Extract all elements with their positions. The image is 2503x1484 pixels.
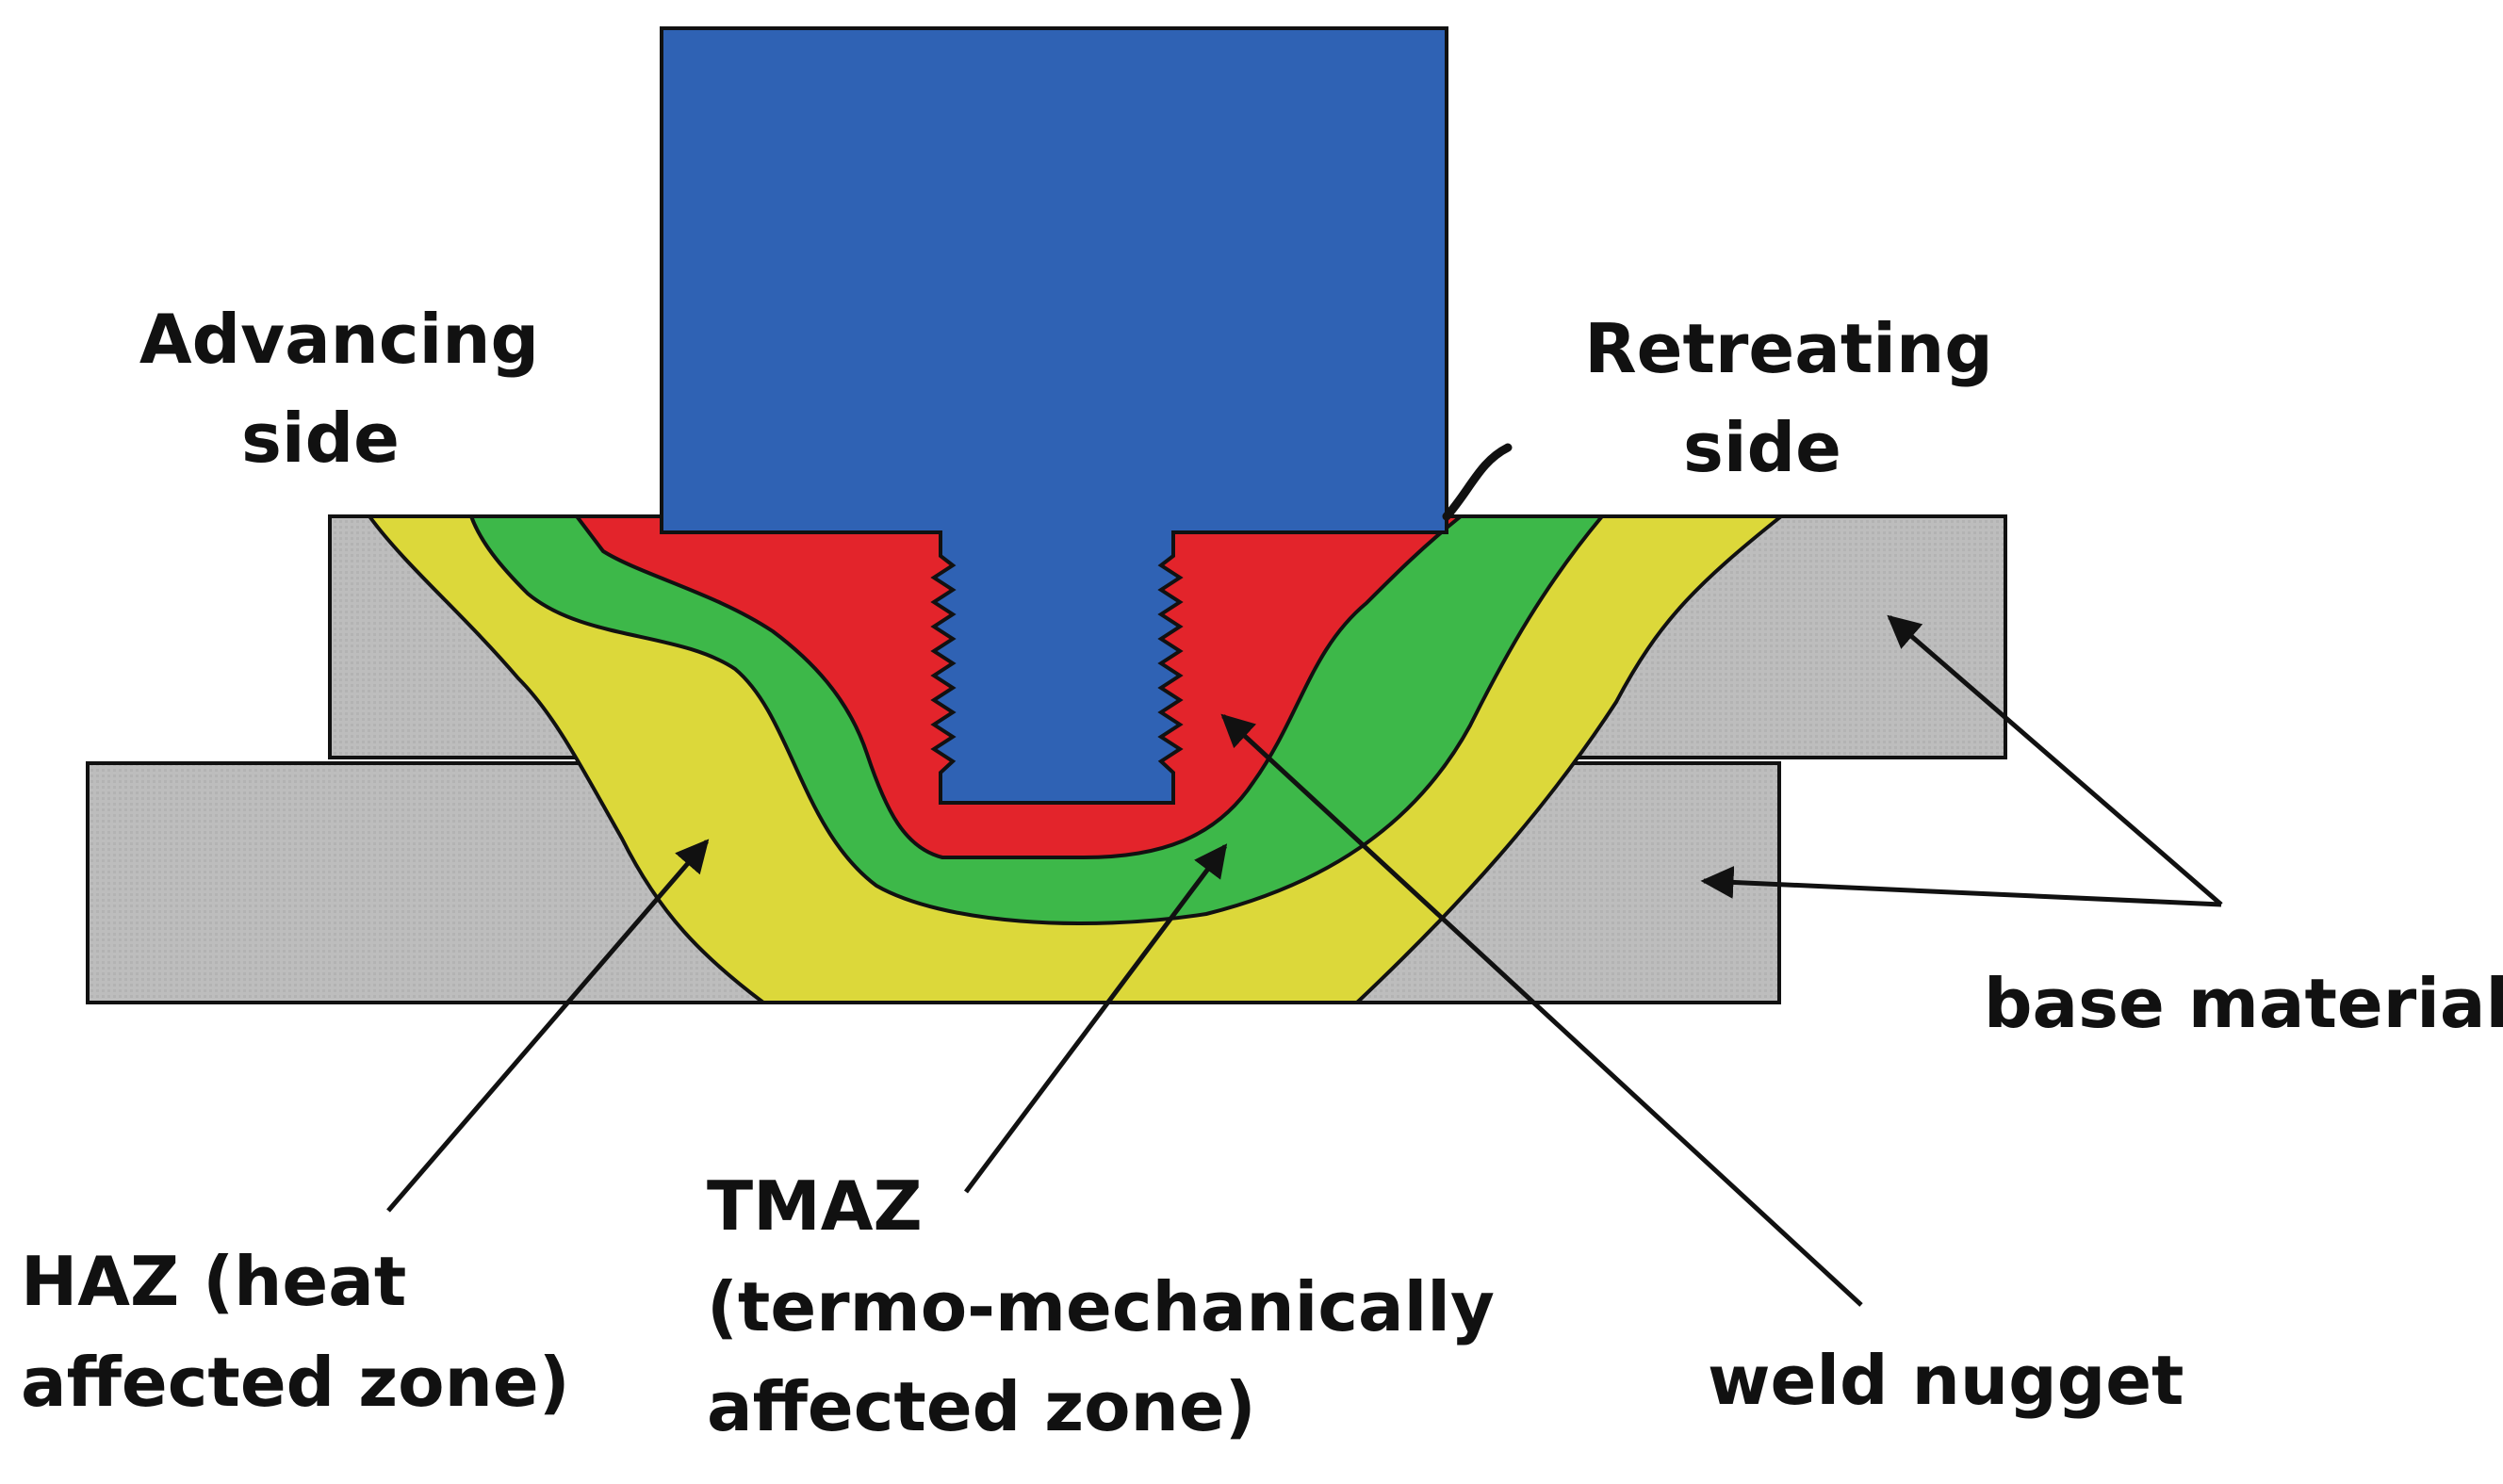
arrow-base-material-lower <box>1700 865 2222 907</box>
advancing-side-label-line2: side <box>241 399 400 478</box>
advancing-side-label-line1: Advancing <box>139 300 539 379</box>
retreating-side-label-line1: Retreating <box>1584 309 1993 388</box>
tmaz-label-line3: affected zone) <box>707 1367 1256 1446</box>
tmaz-label-line1: TMAZ <box>707 1166 923 1246</box>
shoulder-mark <box>1442 443 1513 521</box>
weld-nugget-label: weld nugget <box>1708 1341 2184 1420</box>
tmaz-label-line2: (termo-mechanically <box>707 1267 1495 1346</box>
tool <box>660 26 1448 805</box>
haz-label-line2: affected zone) <box>21 1343 570 1422</box>
arrow-haz <box>386 839 710 1213</box>
base-material-label: base material <box>1984 964 2503 1043</box>
arrow-base-material-upper <box>1887 614 2223 906</box>
haz-label-line1: HAZ (heat <box>21 1242 406 1321</box>
arrow-weld-nugget <box>1220 713 1863 1307</box>
retreating-side-label-line2: side <box>1683 408 1841 487</box>
arrow-tmaz <box>963 843 1228 1194</box>
